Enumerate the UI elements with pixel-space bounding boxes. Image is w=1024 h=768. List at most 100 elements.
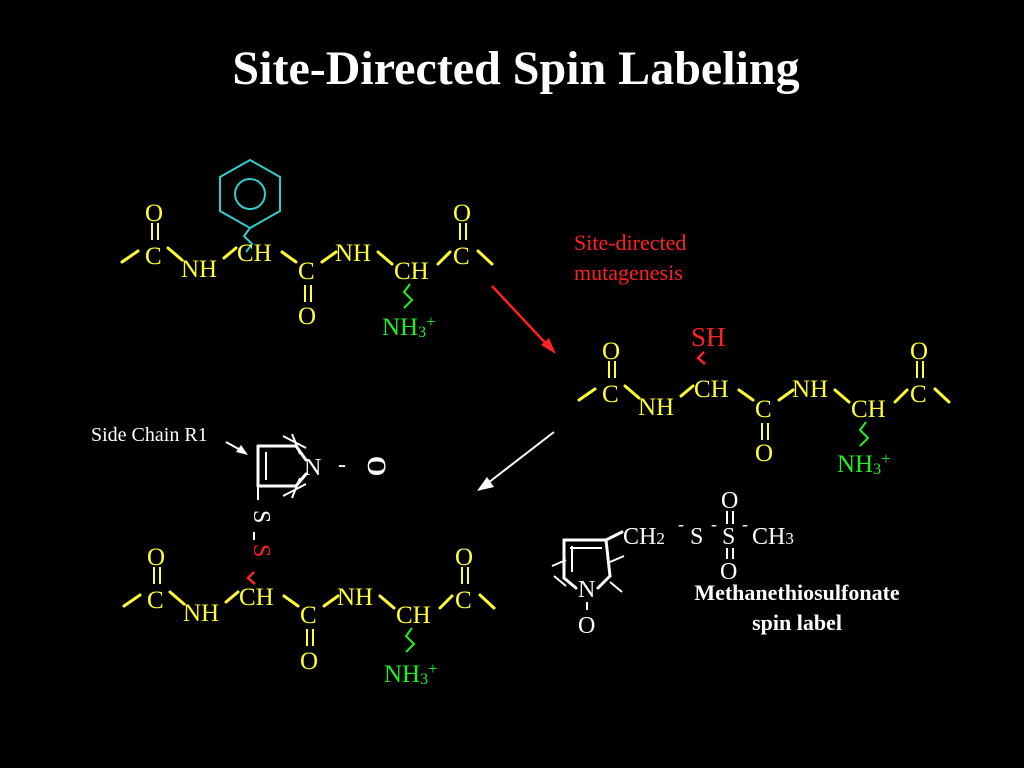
bond	[166, 246, 184, 262]
lysine-chain-squiggle	[858, 421, 870, 447]
mts-ch2: CH2	[623, 524, 665, 550]
atom-nh: NH	[792, 376, 828, 403]
methyl-stub	[291, 433, 301, 455]
atom-nh: NH	[183, 600, 219, 627]
atom-nh: NH	[638, 394, 674, 421]
bond	[282, 594, 300, 608]
peptide-spin-labeled: O C NH CH C O NH CH O C NH3+	[122, 544, 496, 688]
cysteine-link	[696, 351, 706, 365]
bond	[120, 249, 140, 264]
methyl-stub	[553, 575, 567, 587]
methyl-stub	[609, 555, 625, 563]
atom-c: C	[298, 258, 315, 285]
mts-sulfonyl-o-bottom: O	[720, 559, 737, 585]
atom-ch: CH	[237, 240, 272, 267]
bond	[679, 384, 695, 398]
atom-o: O	[453, 200, 471, 227]
benzene-ring	[219, 158, 281, 230]
atom-o: O	[602, 338, 620, 365]
amine-group: NH3+	[384, 659, 438, 688]
labeling-arrow	[477, 431, 555, 491]
slide-title: Site-Directed Spin Labeling	[232, 42, 799, 95]
mts-s1: S	[690, 524, 703, 550]
bond	[438, 594, 454, 610]
mutagenesis-caption-line2: mutagenesis	[574, 260, 683, 285]
bond	[737, 388, 755, 402]
nitroxide-o: O	[362, 456, 391, 476]
mts-ch2-subscript: 2	[656, 529, 665, 548]
methyl-stub	[609, 581, 623, 593]
arrow-shaft	[491, 285, 553, 351]
atom-o: O	[455, 544, 473, 571]
atom-c: C	[910, 381, 927, 408]
bond	[224, 590, 240, 604]
methyl-stub	[551, 559, 567, 567]
bond	[378, 594, 396, 610]
lysine-chain-squiggle	[402, 283, 414, 309]
bond	[436, 250, 452, 266]
atom-o: O	[300, 648, 318, 675]
bond	[893, 388, 909, 404]
benzene-aromatic-circle	[234, 178, 266, 210]
nitroxide-ring-r1: N - O S S	[246, 433, 391, 585]
mts-sulfonyl-o-top: O	[721, 488, 738, 514]
mutagenesis-caption-line1: Site-directed	[574, 230, 686, 255]
amine-subscript: 3	[873, 461, 881, 478]
atom-nh: NH	[337, 584, 373, 611]
arrow-head	[541, 338, 556, 354]
atom-nh: NH	[335, 240, 371, 267]
disulfide-s-lower: S	[248, 544, 274, 557]
bond	[222, 246, 238, 260]
lysine-chain-squiggle	[404, 627, 416, 653]
mts-dash: -	[678, 514, 684, 534]
side-chain-pointer-head	[236, 445, 248, 455]
bond	[122, 593, 142, 608]
mts-ch3-subscript: 3	[785, 529, 794, 548]
bond	[376, 250, 394, 266]
sulfhydryl-group: SH	[691, 322, 726, 352]
mts-caption-line1: Methanethiosulfonate	[694, 580, 900, 605]
atom-ch: CH	[394, 258, 429, 285]
amine-subscript: 3	[418, 324, 426, 341]
disulfide-s-upper: S	[248, 510, 274, 523]
arrow-head	[477, 477, 494, 491]
atom-c: C	[300, 602, 317, 629]
atom-c: C	[455, 587, 472, 614]
atom-o: O	[298, 303, 316, 330]
bond	[322, 594, 340, 608]
amine-group: NH3+	[382, 312, 436, 341]
amine-nh: NH	[382, 314, 418, 341]
bond	[476, 249, 494, 266]
methyl-stub	[291, 477, 301, 499]
cysteine-link	[246, 571, 256, 585]
peptide-native: O C NH CH C O NH CH O C NH3+	[120, 158, 494, 341]
benzyl-link	[242, 227, 254, 253]
bond	[280, 250, 298, 264]
atom-ch: CH	[851, 396, 886, 423]
atom-c: C	[147, 587, 164, 614]
mutagenesis-arrow	[491, 285, 556, 354]
ring-bond	[562, 576, 578, 590]
amine-charge: +	[428, 659, 438, 678]
atom-o: O	[755, 440, 773, 467]
mts-dash: -	[711, 514, 717, 534]
amine-group: NH3+	[837, 449, 891, 478]
peptide-cysteine-mutant: SH O C NH CH C O NH CH O C NH3+	[577, 322, 951, 478]
atom-ch: CH	[694, 376, 729, 403]
mts-ch3-ch: CH	[752, 524, 785, 550]
bond	[168, 590, 186, 606]
atom-c: C	[145, 243, 162, 270]
mts-nitroxide-n: N	[578, 577, 595, 603]
mts-reagent: N O CH2 - S - S - CH3 O O	[551, 488, 794, 639]
ring-bond	[604, 538, 612, 578]
amine-charge: +	[881, 449, 891, 468]
atom-o: O	[145, 200, 163, 227]
side-chain-r1-label: Side Chain R1	[91, 424, 208, 446]
bond	[933, 387, 951, 404]
atom-c: C	[755, 396, 772, 423]
atom-c: C	[453, 243, 470, 270]
ring-to-ch2-bond	[604, 530, 624, 542]
bond	[777, 388, 795, 402]
